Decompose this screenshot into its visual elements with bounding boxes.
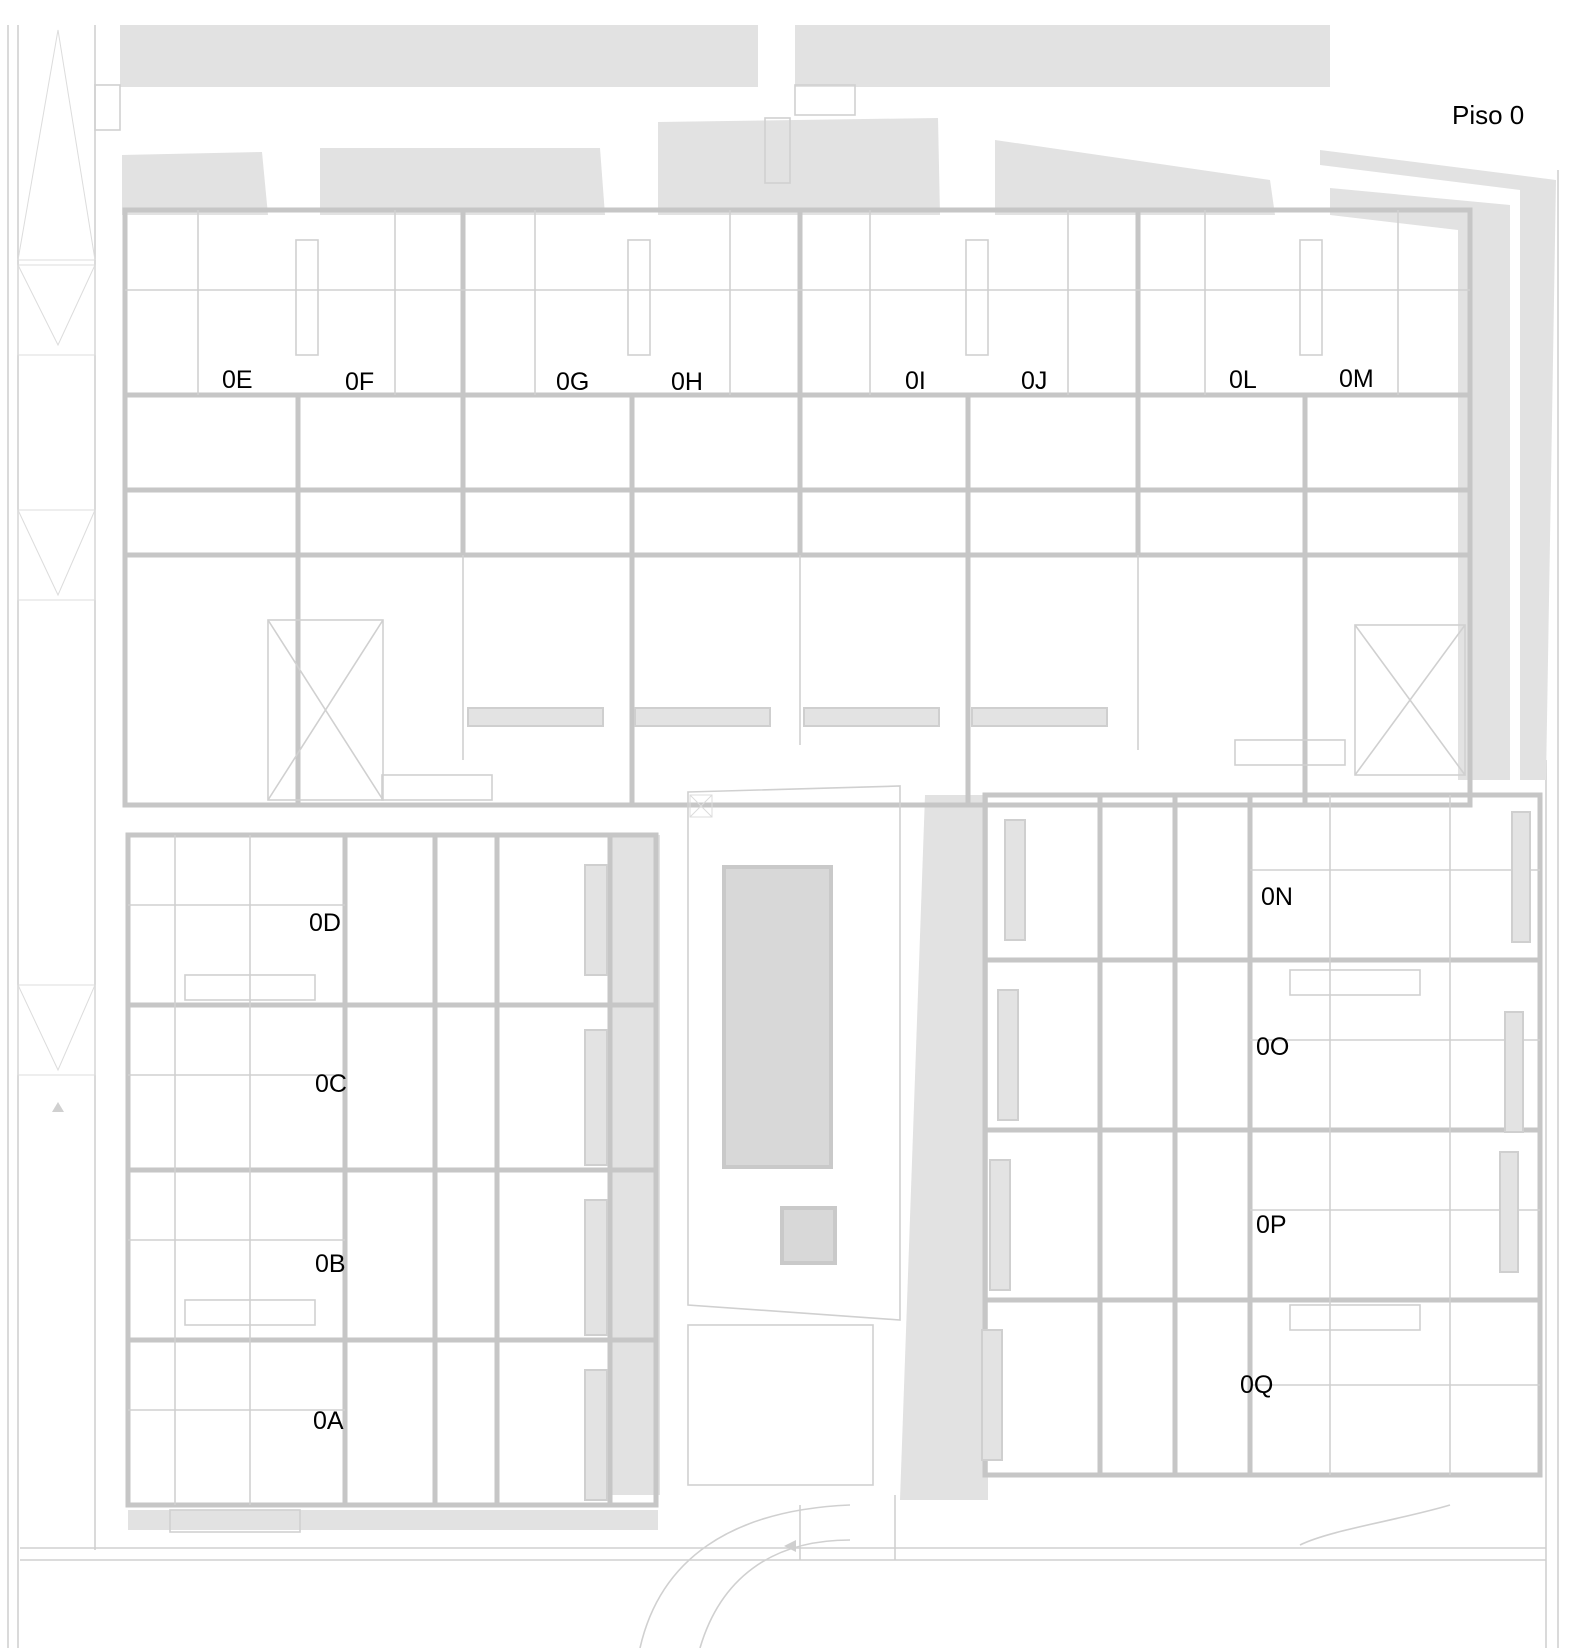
unit-label-0A: 0A [313,1407,344,1435]
upper-block [122,207,1473,808]
unit-label-0C: 0C [315,1070,347,1098]
unit-label-0L: 0L [1229,366,1257,394]
access-road [639,1495,1451,1648]
parking-strip [17,29,96,1112]
paved-areas [120,25,1556,1530]
unit-label-0O: 0O [1256,1033,1289,1061]
unit-label-0D: 0D [309,909,341,937]
lower-right-block [981,792,1543,1478]
pool-small [780,1206,837,1265]
unit-label-0P: 0P [1256,1211,1287,1239]
unit-label-0N: 0N [1261,883,1293,911]
floor-title: Piso 0 [1452,100,1524,130]
pool [722,865,833,1169]
unit-label-0G: 0G [556,368,589,396]
lower-left-block [125,832,659,1508]
unit-label-0E: 0E [222,366,253,394]
stairs [94,84,1421,1533]
courtyard [687,785,901,1321]
unit-labels: 0E 0F 0G 0H 0I 0J 0L 0M 0D 0C 0B 0A 0N 0… [222,365,1374,1435]
unit-label-0J: 0J [1021,367,1047,395]
unit-label-0Q: 0Q [1240,1371,1273,1399]
unit-label-0M: 0M [1339,365,1374,393]
unit-label-0F: 0F [345,368,374,396]
unit-label-0H: 0H [671,368,703,396]
unit-label-0I: 0I [905,367,926,395]
unit-label-0B: 0B [315,1250,346,1278]
